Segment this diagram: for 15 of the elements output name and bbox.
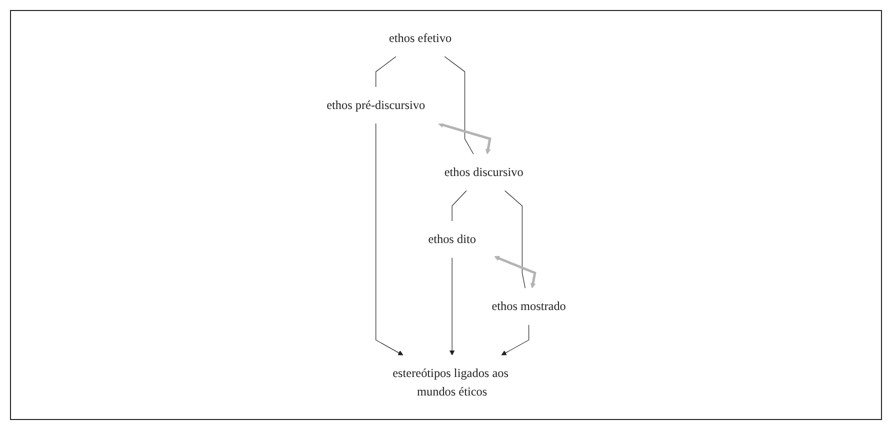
node-text: ethos mostrado (491, 300, 566, 314)
node-text: estereótipos ligados aos mundos éticos (392, 366, 508, 399)
connector (375, 56, 396, 88)
node-text: ethos pré-discursivo (326, 98, 425, 112)
node-text: ethos efetivo (388, 31, 452, 45)
arrow (449, 257, 455, 356)
node-text: ethos discursivo (444, 166, 524, 180)
node-text: ethos dito (428, 232, 476, 246)
connector (444, 56, 474, 154)
arrow (375, 123, 404, 356)
arrow (500, 324, 529, 356)
connector (504, 190, 526, 288)
arrow (494, 256, 536, 288)
arrow (438, 122, 492, 154)
connector (452, 190, 467, 222)
